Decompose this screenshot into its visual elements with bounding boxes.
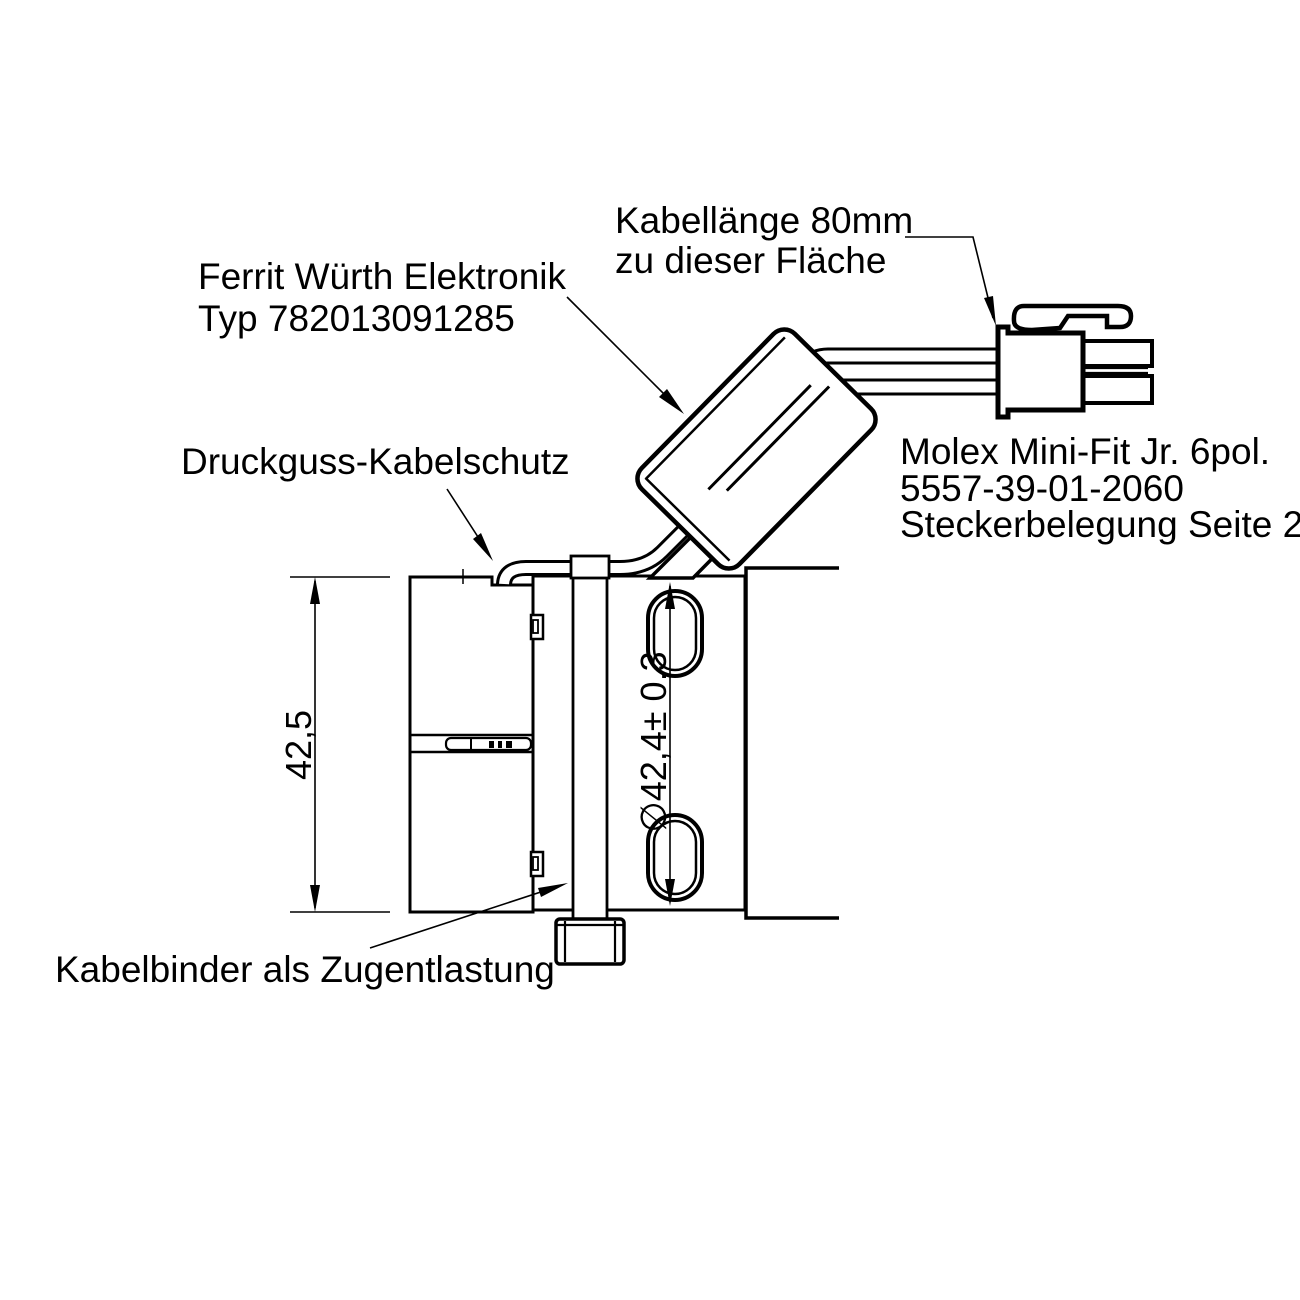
connector-latch — [1011, 303, 1134, 333]
connector-terminal-top — [1081, 339, 1154, 368]
note-cable-protector-text: Druckguss-Kabelschutz — [181, 441, 570, 482]
dimension-bolt-circle: ∅42,4± 0,3 — [633, 582, 675, 906]
connector-body — [995, 324, 1086, 420]
note-connector-line3: Steckerbelegung Seite 2 — [900, 504, 1300, 545]
cable-tie-head — [569, 554, 611, 580]
note-ferrite-line2: Typ 782013091285 — [198, 298, 515, 339]
mounting-slot-bottom — [646, 813, 704, 902]
label-strip — [444, 736, 533, 752]
motor-body-right — [744, 566, 839, 920]
note-ferrite: Ferrit Würth Elektronik Typ 782013091285 — [198, 256, 567, 339]
note-connector-line2: 5557-39-01-2060 — [900, 468, 1184, 509]
leader-ferrite — [566, 296, 684, 414]
leader-cable-length — [905, 236, 996, 326]
flange-plate — [531, 574, 747, 912]
connector-terminal-bottom — [1081, 374, 1154, 405]
note-cable-protector: Druckguss-Kabelschutz — [181, 441, 570, 482]
dimension-height-value: 42,5 — [278, 710, 319, 780]
connector — [995, 303, 1154, 420]
note-cable-tie-text: Kabelbinder als Zugentlastung — [55, 949, 555, 990]
note-cable-length: Kabellänge 80mm zu dieser Fläche — [615, 200, 913, 281]
dimension-bolt-circle-value: ∅42,4± 0,3 — [633, 651, 674, 832]
note-cable-length-line1: Kabellänge 80mm — [615, 200, 913, 241]
note-cable-tie: Kabelbinder als Zugentlastung — [55, 949, 555, 990]
note-cable-length-line2: zu dieser Fläche — [615, 240, 886, 281]
housing-left — [408, 569, 545, 914]
cable-tie-buckle — [554, 917, 626, 966]
mounting-slot-top — [646, 589, 704, 678]
cable-tie — [554, 554, 626, 966]
note-ferrite-line1: Ferrit Würth Elektronik — [198, 256, 567, 297]
dimension-height: 42,5 — [278, 576, 390, 913]
leader-cable-tie — [369, 883, 568, 949]
ferrite — [635, 327, 878, 571]
note-connector: Molex Mini-Fit Jr. 6pol. 5557-39-01-2060… — [900, 431, 1300, 545]
leader-cable-protector — [446, 488, 493, 561]
cable-jacket — [496, 442, 772, 586]
note-connector-line1: Molex Mini-Fit Jr. 6pol. — [900, 431, 1270, 472]
